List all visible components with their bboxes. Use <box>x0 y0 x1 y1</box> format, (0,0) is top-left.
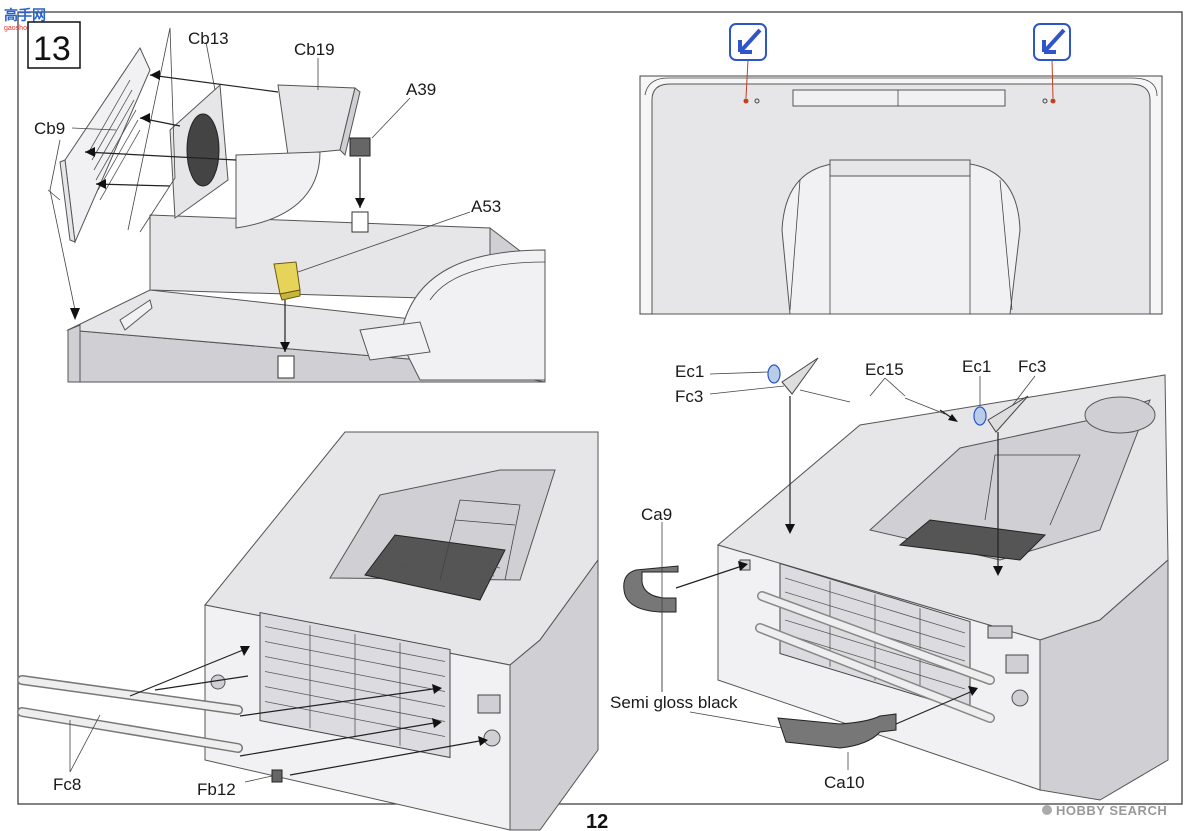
step-number-box: 13 <box>27 21 81 69</box>
label-cb19: Cb19 <box>294 40 335 59</box>
part-a53 <box>273 261 301 301</box>
rear-hull-right <box>623 357 1169 801</box>
part-ec1-fc3-right <box>973 395 1029 433</box>
label-cb13: Cb13 <box>188 29 229 48</box>
page-frame <box>17 11 1183 805</box>
label-ec1-left: Ec1 <box>675 362 704 381</box>
label-a53: A53 <box>471 197 501 216</box>
part-fc8 <box>17 675 243 753</box>
page-number: 12 <box>586 811 608 831</box>
watermark-logo: 高手网 <box>4 7 46 23</box>
label-a39: A39 <box>406 80 436 99</box>
rotate-arrow-icon <box>1033 23 1071 61</box>
label-fc3-right: Fc3 <box>1018 357 1046 376</box>
interior-assembly <box>47 27 546 383</box>
label-ec15: Ec15 <box>865 360 904 379</box>
part-cb13 <box>169 83 229 219</box>
part-ca9 <box>623 565 679 613</box>
label-ec1-right: Ec1 <box>962 357 991 376</box>
label-ca9: Ca9 <box>641 505 672 524</box>
label-fc8: Fc8 <box>53 775 81 794</box>
part-cb19 <box>235 84 361 229</box>
part-fb12 <box>271 769 283 783</box>
part-ca10 <box>777 713 897 749</box>
label-fc3-left: Fc3 <box>675 387 703 406</box>
rear-hull-left <box>17 431 599 831</box>
label-fb12: Fb12 <box>197 780 236 799</box>
watermark-text: HOBBY SEARCH <box>1056 803 1167 818</box>
step-number: 13 <box>33 30 71 68</box>
label-semi-gloss-black: Semi gloss black <box>610 693 738 712</box>
part-a39 <box>349 137 371 157</box>
watermark-url: gaoshou.com <box>4 25 46 32</box>
watermark-bottom: HOBBY SEARCH <box>1042 803 1167 818</box>
rotate-arrow-icon <box>729 23 767 61</box>
label-cb9: Cb9 <box>34 119 65 138</box>
watermark-top: 高手网 gaoshou.com <box>4 7 46 32</box>
rear-plate-view <box>639 59 1163 315</box>
label-ca10: Ca10 <box>824 773 865 792</box>
part-cb9 <box>59 46 151 244</box>
part-ec1-fc3-left <box>767 357 819 395</box>
